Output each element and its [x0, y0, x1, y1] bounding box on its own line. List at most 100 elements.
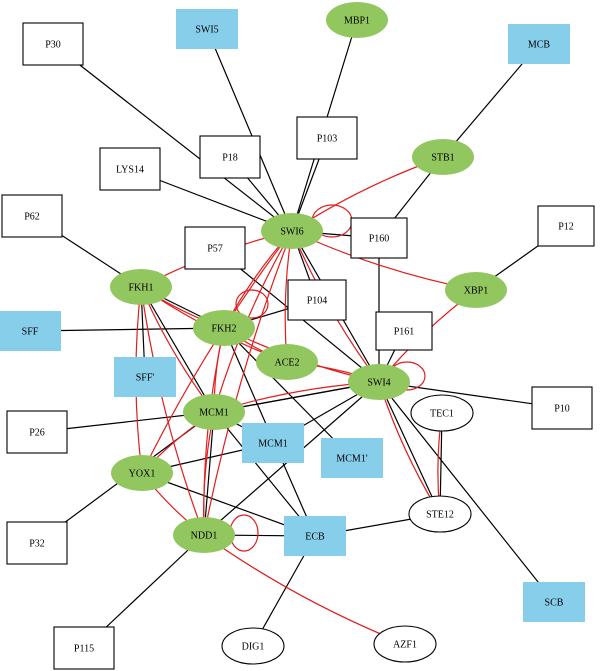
node-sff[interactable]: SFF: [0, 311, 61, 351]
node-mcm1b[interactable]: MCM1: [242, 423, 304, 463]
motif-node-shape: [321, 438, 383, 478]
node-xbp1[interactable]: XBP1: [445, 272, 507, 308]
node-sff2[interactable]: SFF': [114, 357, 176, 397]
node-label: FKH1: [128, 283, 153, 294]
node-mcb[interactable]: MCB: [508, 24, 570, 64]
node-dig1[interactable]: DIG1: [221, 627, 285, 665]
edge-black-fkh1-mcm1: [140, 286, 215, 413]
protein-node-shape: [261, 213, 323, 249]
node-p160[interactable]: P160: [350, 217, 408, 259]
node-label: P62: [24, 212, 40, 223]
node-p115[interactable]: P115: [53, 626, 115, 670]
node-p62[interactable]: P62: [1, 194, 63, 238]
node-label: P12: [558, 222, 574, 233]
node-label: ECB: [305, 532, 325, 543]
node-swi4[interactable]: SWI4: [348, 364, 410, 400]
node-ste12[interactable]: STE12: [408, 495, 472, 533]
node-ecb[interactable]: ECB: [284, 516, 346, 556]
node-label: SWI5: [195, 25, 218, 36]
node-label: P103: [317, 134, 338, 145]
protein-node-shape: [348, 364, 410, 400]
node-label: XBP1: [464, 286, 488, 297]
node-yox1[interactable]: YOX1: [111, 455, 173, 491]
protein-node-shape: [193, 310, 255, 346]
protein-node-shape: [110, 269, 172, 305]
node-mbp1[interactable]: MBP1: [326, 2, 388, 38]
protein-node-shape: [183, 394, 245, 430]
node-label: STE12: [426, 510, 454, 521]
node-label: AZF1: [393, 640, 417, 651]
node-label: NDD1: [191, 531, 218, 542]
motif-node-shape: [0, 311, 61, 351]
motif-node-shape: [114, 357, 176, 397]
node-fkh1[interactable]: FKH1: [110, 269, 172, 305]
box-node-shape: [296, 116, 358, 160]
edge-red-fkh1-ndd1: [140, 286, 205, 536]
node-p161[interactable]: P161: [375, 311, 433, 351]
node-mcm1[interactable]: MCM1: [183, 394, 245, 430]
node-lys14[interactable]: LYS14: [99, 147, 161, 191]
node-label: P57: [207, 244, 223, 255]
node-label: MCM1: [199, 408, 228, 419]
node-p103[interactable]: P103: [296, 116, 358, 160]
self-loop-fkh2: [235, 289, 269, 319]
box-node-shape: [375, 311, 433, 351]
node-p10[interactable]: P10: [531, 386, 593, 430]
node-label: P30: [45, 40, 61, 51]
node-label: SWI4: [367, 378, 390, 389]
node-scb[interactable]: SCB: [523, 582, 585, 622]
node-label: FKH2: [211, 324, 236, 335]
node-swi6[interactable]: SWI6: [261, 213, 323, 249]
node-ace2[interactable]: ACE2: [256, 344, 318, 380]
edge-black-ste12-swi4: [378, 381, 441, 515]
node-label: P26: [29, 428, 45, 439]
node-p32[interactable]: P32: [6, 521, 68, 565]
node-label: MCM1': [336, 454, 367, 465]
node-label: MBP1: [344, 16, 370, 27]
node-label: DIG1: [242, 642, 265, 653]
node-label: SWI6: [280, 227, 303, 238]
motif-node-shape: [523, 582, 585, 622]
edge-black-sff-fkh2: [29, 327, 225, 332]
node-tec1[interactable]: TEC1: [410, 394, 474, 432]
node-label: P160: [369, 234, 390, 245]
node-mcm1p[interactable]: MCM1': [321, 438, 383, 478]
node-p104[interactable]: P104: [287, 279, 347, 321]
protein-node-shape: [326, 2, 388, 38]
box-node-shape: [1, 194, 63, 238]
box-node-shape: [6, 410, 68, 454]
ellipse-node-shape: [221, 627, 285, 665]
node-label: MCM1: [258, 439, 287, 450]
node-fkh2[interactable]: FKH2: [193, 310, 255, 346]
node-stb1[interactable]: STB1: [412, 139, 474, 175]
box-node-shape: [184, 226, 246, 270]
edge-black-ndd1-mcm1: [203, 411, 215, 536]
motif-node-shape: [242, 423, 304, 463]
box-node-shape: [53, 626, 115, 670]
node-p18[interactable]: P18: [199, 135, 261, 179]
node-p12[interactable]: P12: [537, 205, 595, 247]
box-node-shape: [22, 22, 84, 66]
node-label: STB1: [431, 153, 454, 164]
edge-black-scb-swi4: [378, 381, 555, 603]
node-label: P115: [74, 644, 94, 655]
box-node-shape: [350, 217, 408, 259]
node-p30[interactable]: P30: [22, 22, 84, 66]
node-label: SFF: [22, 327, 39, 338]
node-label: SCB: [545, 598, 564, 609]
node-azf1[interactable]: AZF1: [373, 625, 437, 663]
node-p26[interactable]: P26: [6, 410, 68, 454]
node-label: P32: [29, 539, 45, 550]
edge-red-swi6-yox1: [141, 230, 293, 474]
edge-black-mcm1-ecb: [213, 411, 316, 537]
protein-node-shape: [173, 517, 235, 553]
ellipse-node-shape: [408, 495, 472, 533]
node-label: LYS14: [116, 165, 144, 176]
node-swi5[interactable]: SWI5: [176, 9, 238, 49]
node-p57[interactable]: P57: [184, 226, 246, 270]
node-ndd1[interactable]: NDD1: [173, 517, 235, 553]
node-label: P18: [222, 153, 238, 164]
node-label: YOX1: [129, 469, 156, 480]
motif-node-shape: [508, 24, 570, 64]
